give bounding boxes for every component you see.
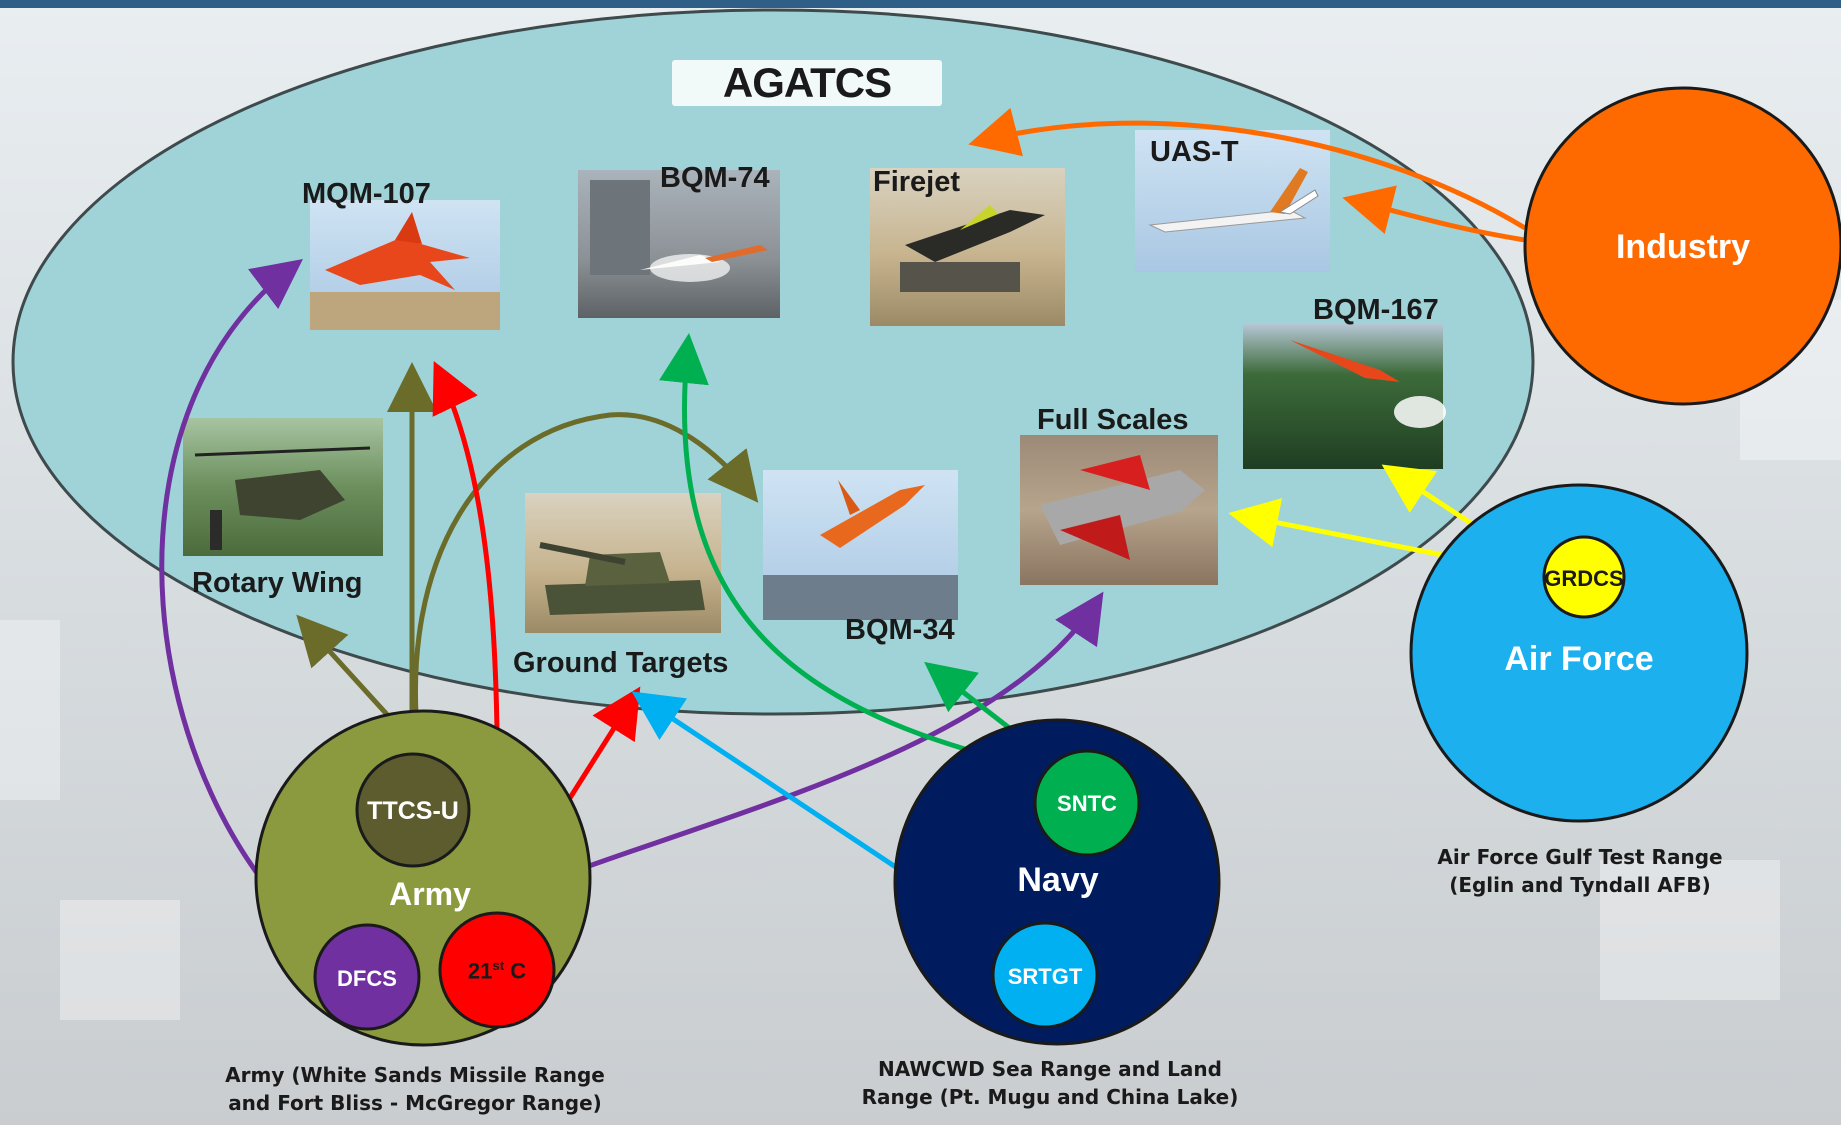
title-banner [672, 60, 942, 106]
firejet-photo [870, 168, 1065, 326]
diagram-title: AGATCS [722, 59, 892, 106]
air-force-label: Air Force [1504, 640, 1654, 678]
navy-caption: NAWCWD Sea Range and Land Range (Pt. Mug… [820, 1055, 1280, 1111]
bqm167-photo [1243, 323, 1446, 469]
grdcs-label: GRDCS [1544, 566, 1624, 591]
army-caption: Army (White Sands Missile Range and Fort… [185, 1061, 645, 1117]
rotary-wing-photo [183, 418, 383, 556]
bqm167-label: BQM-167 [1313, 294, 1439, 326]
c21-label-tail: C [504, 958, 527, 984]
army-label: Army [389, 876, 471, 912]
industry-circle [1523, 86, 1841, 406]
navy-caption-line2: Range (Pt. Mugu and China Lake) [861, 1085, 1239, 1109]
ground-targets-photo [525, 493, 721, 633]
c21-label: 21st C [450, 958, 544, 984]
full-scales-photo [1020, 435, 1218, 585]
ttcs-u-label: TTCS-U [367, 797, 459, 825]
sntc-label: SNTC [1057, 791, 1117, 816]
air-force-circle [1409, 483, 1749, 823]
dfcs-circle [313, 923, 421, 1031]
c21-circle [438, 911, 556, 1029]
c21-label-suffix: st [492, 958, 505, 973]
army-caption-line2: and Fort Bliss - McGregor Range) [228, 1091, 602, 1115]
full-scales-label: Full Scales [1037, 404, 1189, 436]
ttcsu-arrow-to-bqm34 [412, 412, 759, 743]
air-force-caption-line1: Air Force Gulf Test Range [1437, 845, 1723, 869]
industry-arrow-to-uast [1342, 185, 1526, 243]
rotary-wing-label: Rotary Wing [192, 567, 363, 599]
firejet-label: Firejet [873, 166, 961, 198]
grdcs-circle [1542, 535, 1626, 619]
army-caption-line1: Army (White Sands Missile Range [225, 1063, 605, 1087]
dfcs-arrow-to-mqm107 [159, 258, 322, 944]
srtgt-circle [991, 921, 1099, 1029]
uast-photo [1135, 130, 1330, 272]
industry-arrow-to-mqm107 [968, 107, 1527, 231]
bqm74-photo [578, 170, 780, 318]
air-force-caption: Air Force Gulf Test Range (Eglin and Tyn… [1395, 843, 1765, 899]
air-force-caption-line2: (Eglin and Tyndall AFB) [1449, 873, 1711, 897]
mqm107-label: MQM-107 [302, 178, 431, 210]
ttcs-u-circle [355, 752, 471, 868]
bqm34-label: BQM-34 [845, 614, 955, 646]
bqm34-photo [763, 470, 958, 620]
mqm107-photo [310, 200, 500, 330]
navy-label: Navy [1017, 861, 1099, 899]
navy-caption-line1: NAWCWD Sea Range and Land [878, 1057, 1222, 1081]
ground-targets-label: Ground Targets [513, 647, 729, 679]
srtgt-label: SRTGT [1007, 964, 1083, 989]
c21-label-number: 21 [467, 958, 493, 984]
uast-label: UAS-T [1150, 136, 1239, 168]
industry-label: Industry [1615, 228, 1751, 266]
dfcs-label: DFCS [337, 966, 397, 991]
sntc-circle [1033, 749, 1141, 857]
bqm74-label: BQM-74 [660, 162, 770, 194]
